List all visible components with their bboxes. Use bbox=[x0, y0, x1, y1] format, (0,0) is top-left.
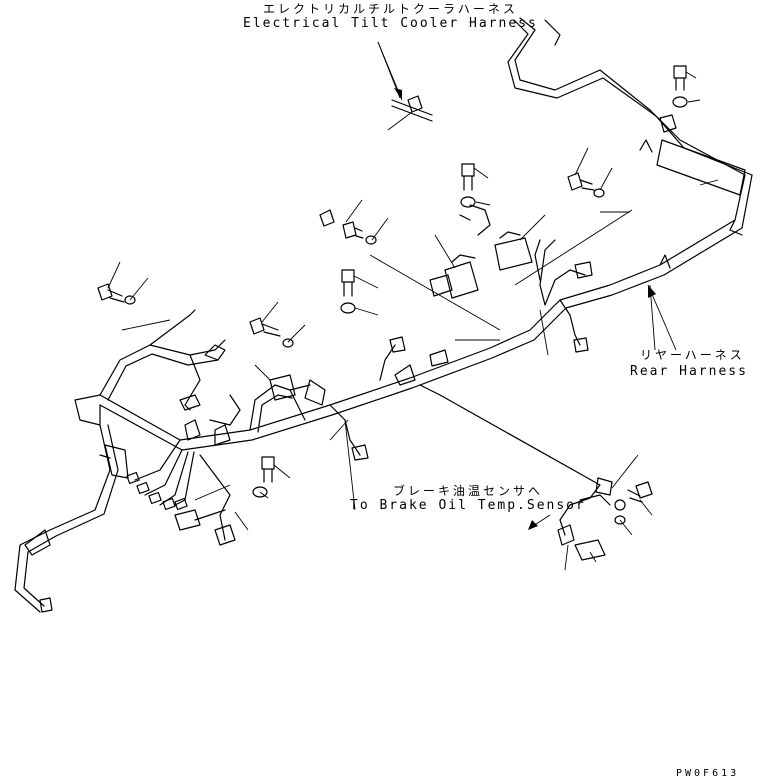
bolts-washers bbox=[97, 65, 688, 525]
middle-branches bbox=[184, 336, 449, 461]
main-harness bbox=[74, 174, 753, 451]
tilt-cooler-harness-label: Electrical Tilt Cooler Harness bbox=[243, 16, 538, 31]
label-arrows bbox=[377, 41, 677, 530]
leader-lines bbox=[107, 41, 719, 571]
brake-sensor-jp-label: ブレーキ油温センサへ bbox=[393, 484, 544, 498]
relay-blocks bbox=[269, 204, 533, 406]
left-clamp bbox=[99, 444, 129, 479]
drawing-code: PW0F613 bbox=[676, 768, 740, 779]
rear-connectors bbox=[534, 219, 743, 353]
brake-sensor-label: To Brake Oil Temp.Sensor bbox=[350, 498, 586, 513]
rear-harness-jp-label: リヤーハーネス bbox=[640, 348, 745, 362]
connector-bundle bbox=[126, 439, 236, 546]
upper-left-branch bbox=[99, 309, 226, 411]
left-branch-harness bbox=[14, 424, 119, 613]
tilt-cooler-harness-jp-label: エレクトリカルチルトクーラハーネス bbox=[263, 2, 518, 16]
rear-harness-label: Rear Harness bbox=[630, 364, 748, 379]
tilt-cooler-part bbox=[391, 95, 433, 122]
rear-harness-loop bbox=[507, 17, 753, 176]
brake-sensor-branch bbox=[439, 394, 626, 561]
rear-cover bbox=[639, 114, 746, 196]
